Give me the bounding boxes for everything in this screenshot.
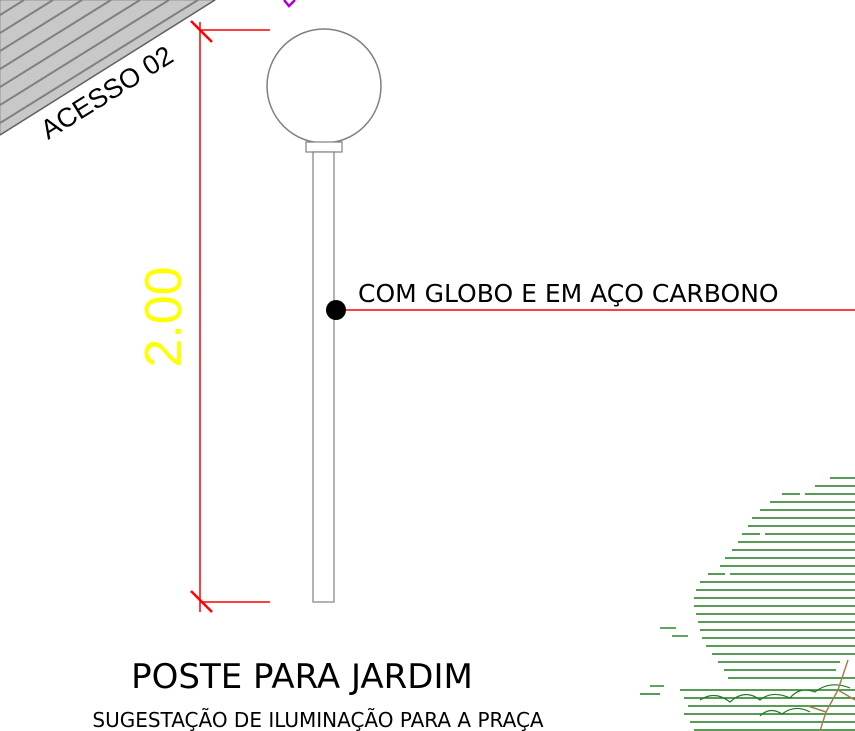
dimension-tick-top (190, 20, 213, 43)
tree-branches (807, 659, 855, 731)
dimension-value: 2.00 (135, 266, 193, 367)
callout-text: COM GLOBO E EM AÇO CARBONO (358, 279, 779, 308)
accent-mark (283, 0, 296, 8)
dimension-tick-bottom (190, 590, 213, 613)
access-hatch-area (0, 0, 216, 136)
post-shaft (312, 151, 335, 603)
vegetation-hatch (640, 477, 855, 731)
callout-leader (326, 300, 855, 320)
drawing-subtitle: SUGESTAÇÃO DE ILUMINAÇÃO PARA A PRAÇA (92, 708, 544, 731)
drawing-title: POSTE PARA JARDIM (131, 657, 473, 697)
post-globe (266, 28, 382, 144)
post-collar (305, 141, 343, 153)
height-dimension (190, 20, 270, 613)
vegetation-outline (699, 684, 851, 717)
callout-marker-dot (326, 300, 346, 320)
garden-post (266, 28, 382, 603)
